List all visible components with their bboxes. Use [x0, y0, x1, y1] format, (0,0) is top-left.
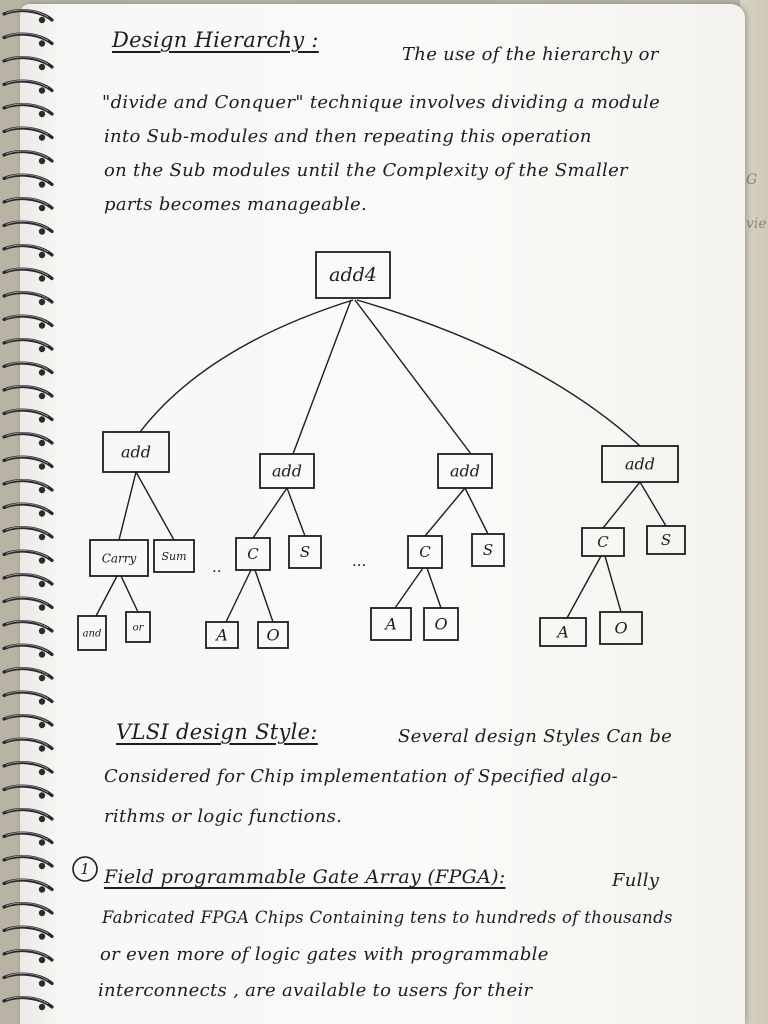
- item1-number-circle: 1: [72, 856, 98, 882]
- tree-edge-add2-right: [286, 487, 306, 537]
- tree-node-l3-5-label: A: [383, 615, 397, 634]
- tree-node-l3-1-label: and: [83, 629, 102, 640]
- tree-edge-l2-7-right: [604, 555, 622, 613]
- tree-node-l2-3: C: [235, 537, 271, 571]
- tree-node-l3-7: A: [539, 617, 587, 647]
- tree-node-l2-6: S: [471, 533, 505, 567]
- tree-node-add-4: add: [601, 445, 679, 483]
- tree-edge-add3-left: [424, 487, 466, 537]
- tree-edge-l2-7-left: [566, 555, 602, 619]
- tree-node-l3-8-label: O: [614, 619, 627, 638]
- tree-node-l2-8: S: [646, 525, 686, 555]
- tree-node-l3-4-label: O: [266, 626, 279, 645]
- tree-edge-add2-left: [252, 487, 288, 539]
- section2-line-1: Several design Styles Can be: [398, 726, 673, 747]
- tree-edge-l2-3-left: [225, 569, 252, 623]
- tree-edge-root-add1: [139, 299, 354, 433]
- tree-edge-add3-right: [464, 487, 489, 535]
- tree-ellipsis-2: ...: [352, 552, 366, 570]
- tree-node-l3-5: A: [370, 607, 412, 641]
- tree-edge-add4-right: [639, 481, 667, 527]
- item1-title: Field programmable Gate Array (FPGA):: [104, 866, 506, 888]
- next-page-text-top: G: [746, 172, 758, 188]
- tree-node-l3-7-label: A: [555, 623, 569, 642]
- tree-edge-l2-1-left: [95, 575, 118, 617]
- tree-node-l2-5-label: C: [419, 543, 431, 561]
- tree-node-add-1-label: add: [121, 443, 151, 462]
- section2-line-2: Considered for Chip implementation of Sp…: [104, 766, 618, 787]
- item1-line-2: Fabricated FPGA Chips Containing tens to…: [102, 908, 673, 927]
- tree-edge-root-add4: [356, 299, 641, 447]
- tree-edge-l2-5-right: [426, 567, 442, 609]
- section2-line-3: rithms or logic functions.: [104, 806, 343, 827]
- item1-line-3: or even more of logic gates with program…: [100, 944, 549, 965]
- tree-edge-add4-left: [602, 481, 641, 529]
- tree-edge-l2-3-right: [254, 569, 274, 623]
- tree-node-l3-2-label: or: [133, 623, 145, 634]
- tree-ellipsis-1: ..: [212, 558, 222, 576]
- tree-node-l2-7-label: C: [597, 533, 609, 551]
- heading-line-5: parts becomes manageable.: [104, 194, 368, 215]
- tree-node-l3-4: O: [257, 621, 289, 649]
- item1-line-4: interconnects , are available to users f…: [98, 980, 533, 1001]
- tree-node-add-3: add: [437, 453, 493, 489]
- paper-sheet: [20, 4, 745, 1024]
- tree-node-l2-4-label: S: [300, 543, 310, 561]
- tree-edge-add1-right: [135, 471, 175, 541]
- tree-edge-l2-5-left: [394, 567, 424, 609]
- tree-edge-l2-1-right: [120, 575, 139, 613]
- item1-line-1: Fully: [612, 870, 660, 891]
- tree-edge-root-add2: [292, 299, 352, 455]
- tree-node-l3-6: O: [423, 607, 459, 641]
- spiral-binding: [2, 9, 54, 1011]
- tree-node-l2-1-label: Carry: [102, 552, 137, 566]
- tree-edges: [95, 299, 667, 623]
- heading-line-4: on the Sub modules until the Complexity …: [104, 160, 628, 181]
- tree-node-l3-1: and: [77, 615, 107, 651]
- tree-node-l3-6-label: O: [434, 615, 447, 634]
- item1-number: 1: [80, 860, 90, 878]
- tree-node-l2-3-label: C: [247, 545, 259, 563]
- heading-line-2: "divide and Conquer" technique involves …: [102, 92, 661, 113]
- tree-node-l3-2: or: [125, 611, 151, 643]
- heading-title: Design Hierarchy :: [112, 28, 319, 52]
- tree-node-l2-1: Carry: [89, 539, 149, 577]
- next-page-text-bottom: vie: [746, 216, 767, 232]
- tree-node-l2-6-label: S: [483, 541, 493, 559]
- tree-node-add-1: add: [102, 431, 170, 473]
- tree-node-l3-3: A: [205, 621, 239, 649]
- tree-node-add-3-label: add: [450, 462, 480, 481]
- tree-node-add-4-label: add: [625, 455, 655, 474]
- tree-node-l2-2: Sum: [153, 539, 195, 573]
- tree-node-root-label: add4: [329, 264, 377, 286]
- tree-node-l2-5: C: [407, 535, 443, 569]
- tree-node-l3-3-label: A: [214, 626, 228, 645]
- tree-node-l2-2-label: Sum: [161, 550, 186, 563]
- heading-line-3: into Sub-modules and then repeating this…: [104, 126, 592, 147]
- tree-node-add-2: add: [259, 453, 315, 489]
- tree-edge-add1-left: [118, 471, 137, 541]
- tree-node-l2-8-label: S: [661, 531, 671, 549]
- tree-node-l2-4: S: [288, 535, 322, 569]
- heading-line-1: The use of the hierarchy or: [402, 44, 659, 65]
- tree-node-l2-7: C: [581, 527, 625, 557]
- tree-node-l3-8: O: [599, 611, 643, 645]
- tree-node-root: add4: [315, 251, 391, 299]
- section2-title: VLSI design Style:: [116, 720, 318, 744]
- tree-edge-root-add3: [354, 299, 472, 455]
- tree-node-add-2-label: add: [272, 462, 302, 481]
